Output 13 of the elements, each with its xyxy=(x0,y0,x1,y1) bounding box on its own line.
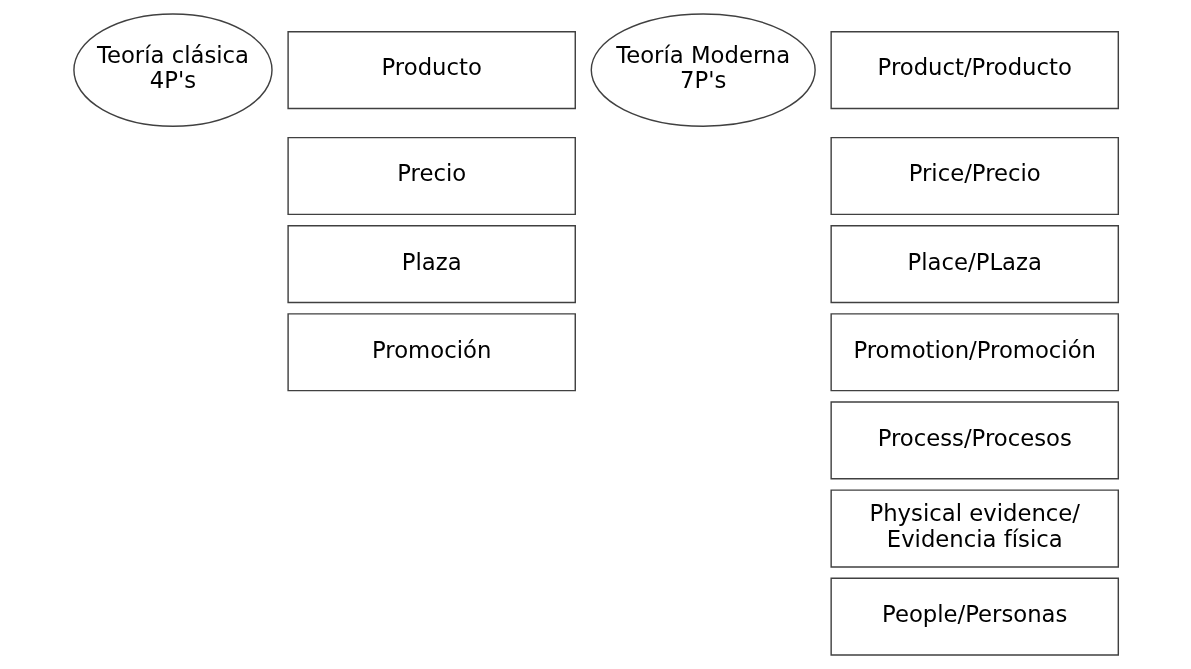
node-box: Process/Procesos xyxy=(829,401,1119,480)
node-box: Place/PLaza xyxy=(829,225,1119,304)
node-box: Product/Producto xyxy=(829,31,1119,110)
node-box: People/Personas xyxy=(829,577,1119,656)
node-ellipse: Teoría Moderna 7P's xyxy=(590,13,816,127)
node-box: Price/Precio xyxy=(829,136,1119,216)
node-box: Producto xyxy=(286,31,576,110)
node-box: Plaza xyxy=(286,225,576,304)
node-ellipse: Teoría clásica 4P's xyxy=(72,13,273,127)
node-box: Promotion/Promoción xyxy=(829,313,1119,392)
node-box: Precio xyxy=(286,136,576,216)
node-box: Promoción xyxy=(286,313,576,392)
node-box: Physical evidence/ Evidencia física xyxy=(829,489,1119,568)
